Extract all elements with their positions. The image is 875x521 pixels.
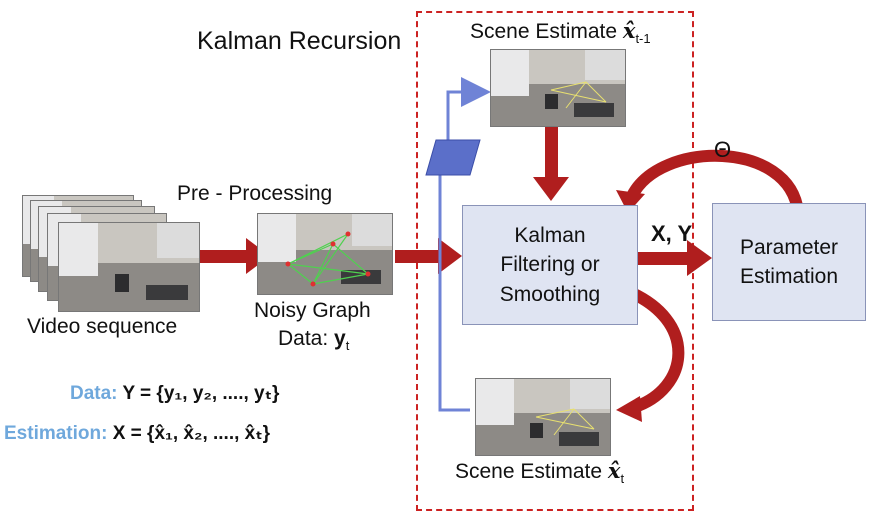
legend-estimation: Estimation: X = {x̂₁, x̂₂, ...., x̂ₜ} — [4, 423, 271, 444]
video-frame-5 — [58, 222, 200, 312]
diagram-title: Kalman Recursion — [197, 27, 402, 55]
scene-estimate-current-image — [475, 378, 611, 456]
kalman-filtering-box: Kalman Filtering or Smoothing — [462, 205, 638, 325]
noisy-graph-image — [257, 213, 393, 295]
xy-label: X, Y — [651, 221, 693, 246]
noisy-graph-data-label: Data: yt — [278, 327, 350, 354]
parameter-line1: Parameter — [739, 235, 839, 259]
arrow-scene-to-kalman — [533, 127, 569, 201]
delay-parallelogram — [425, 139, 481, 176]
arrow-kalman-to-parameter — [637, 240, 712, 276]
arrow-blue-feedback — [425, 77, 491, 412]
noisy-graph-label: Noisy Graph — [254, 299, 371, 322]
parameter-line2: Estimation — [739, 265, 839, 288]
video-sequence-label: Video sequence — [27, 315, 178, 338]
arrow-kalman-to-scene-t — [616, 284, 685, 422]
kalman-line1: Kalman — [514, 223, 586, 247]
kalman-line2: Filtering or — [500, 253, 600, 277]
arrow-theta-feedback — [616, 149, 804, 214]
parameter-estimation-box: Parameter Estimation — [712, 203, 866, 321]
scene-estimate-prev-image — [490, 49, 626, 127]
scene-estimate-prev-label: Scene Estimate x̂t-1 — [470, 18, 651, 47]
theta-label: Θ — [714, 137, 732, 162]
legend-data: Data: Y = {y₁, y₂, ...., yₜ} — [70, 383, 280, 404]
kalman-line3: Smoothing — [499, 282, 601, 306]
arrow-graph-to-kalman — [395, 238, 462, 274]
scene-estimate-current-label: Scene Estimate x̂t — [455, 458, 625, 487]
preprocessing-label: Pre - Processing — [177, 182, 333, 205]
